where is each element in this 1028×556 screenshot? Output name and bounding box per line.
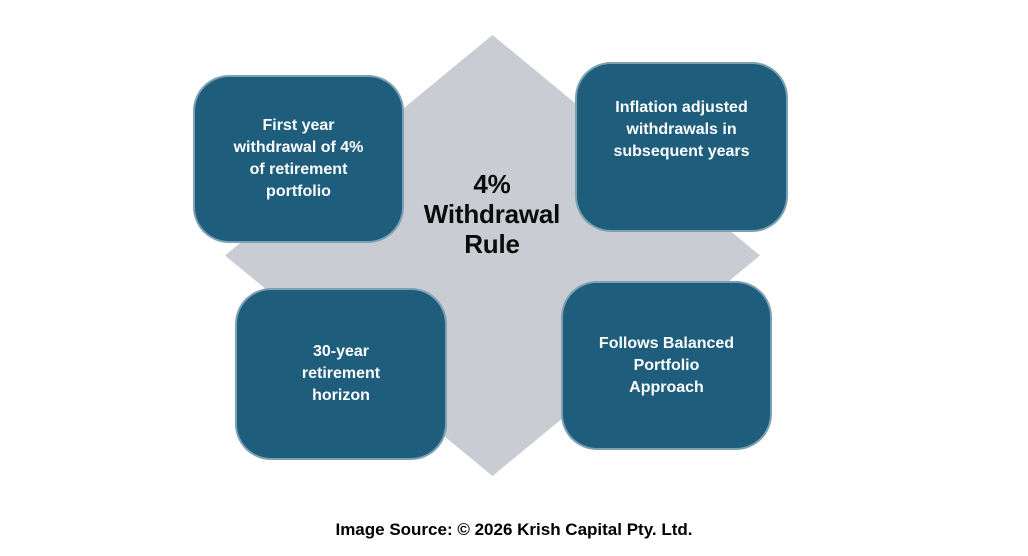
diagram-title: 4% Withdrawal Rule: [423, 169, 561, 259]
info-box-balanced-portfolio: Follows Balanced Portfolio Approach: [561, 281, 772, 450]
info-box-first-year-withdrawal-text: First year withdrawal of 4% of retiremen…: [233, 117, 364, 200]
info-box-inflation-adjusted-text: Inflation adjusted withdrawals in subseq…: [613, 99, 750, 160]
info-box-inflation-adjusted: Inflation adjusted withdrawals in subseq…: [575, 62, 788, 232]
info-box-first-year-withdrawal: First year withdrawal of 4% of retiremen…: [193, 75, 404, 243]
info-box-retirement-horizon-text: 30-year retirement horizon: [301, 343, 381, 404]
image-source-caption: Image Source: © 2026 Krish Capital Pty. …: [335, 520, 693, 539]
info-box-balanced-portfolio-text: Follows Balanced Portfolio Approach: [598, 334, 735, 396]
info-box-retirement-horizon: 30-year retirement horizon: [235, 288, 447, 460]
